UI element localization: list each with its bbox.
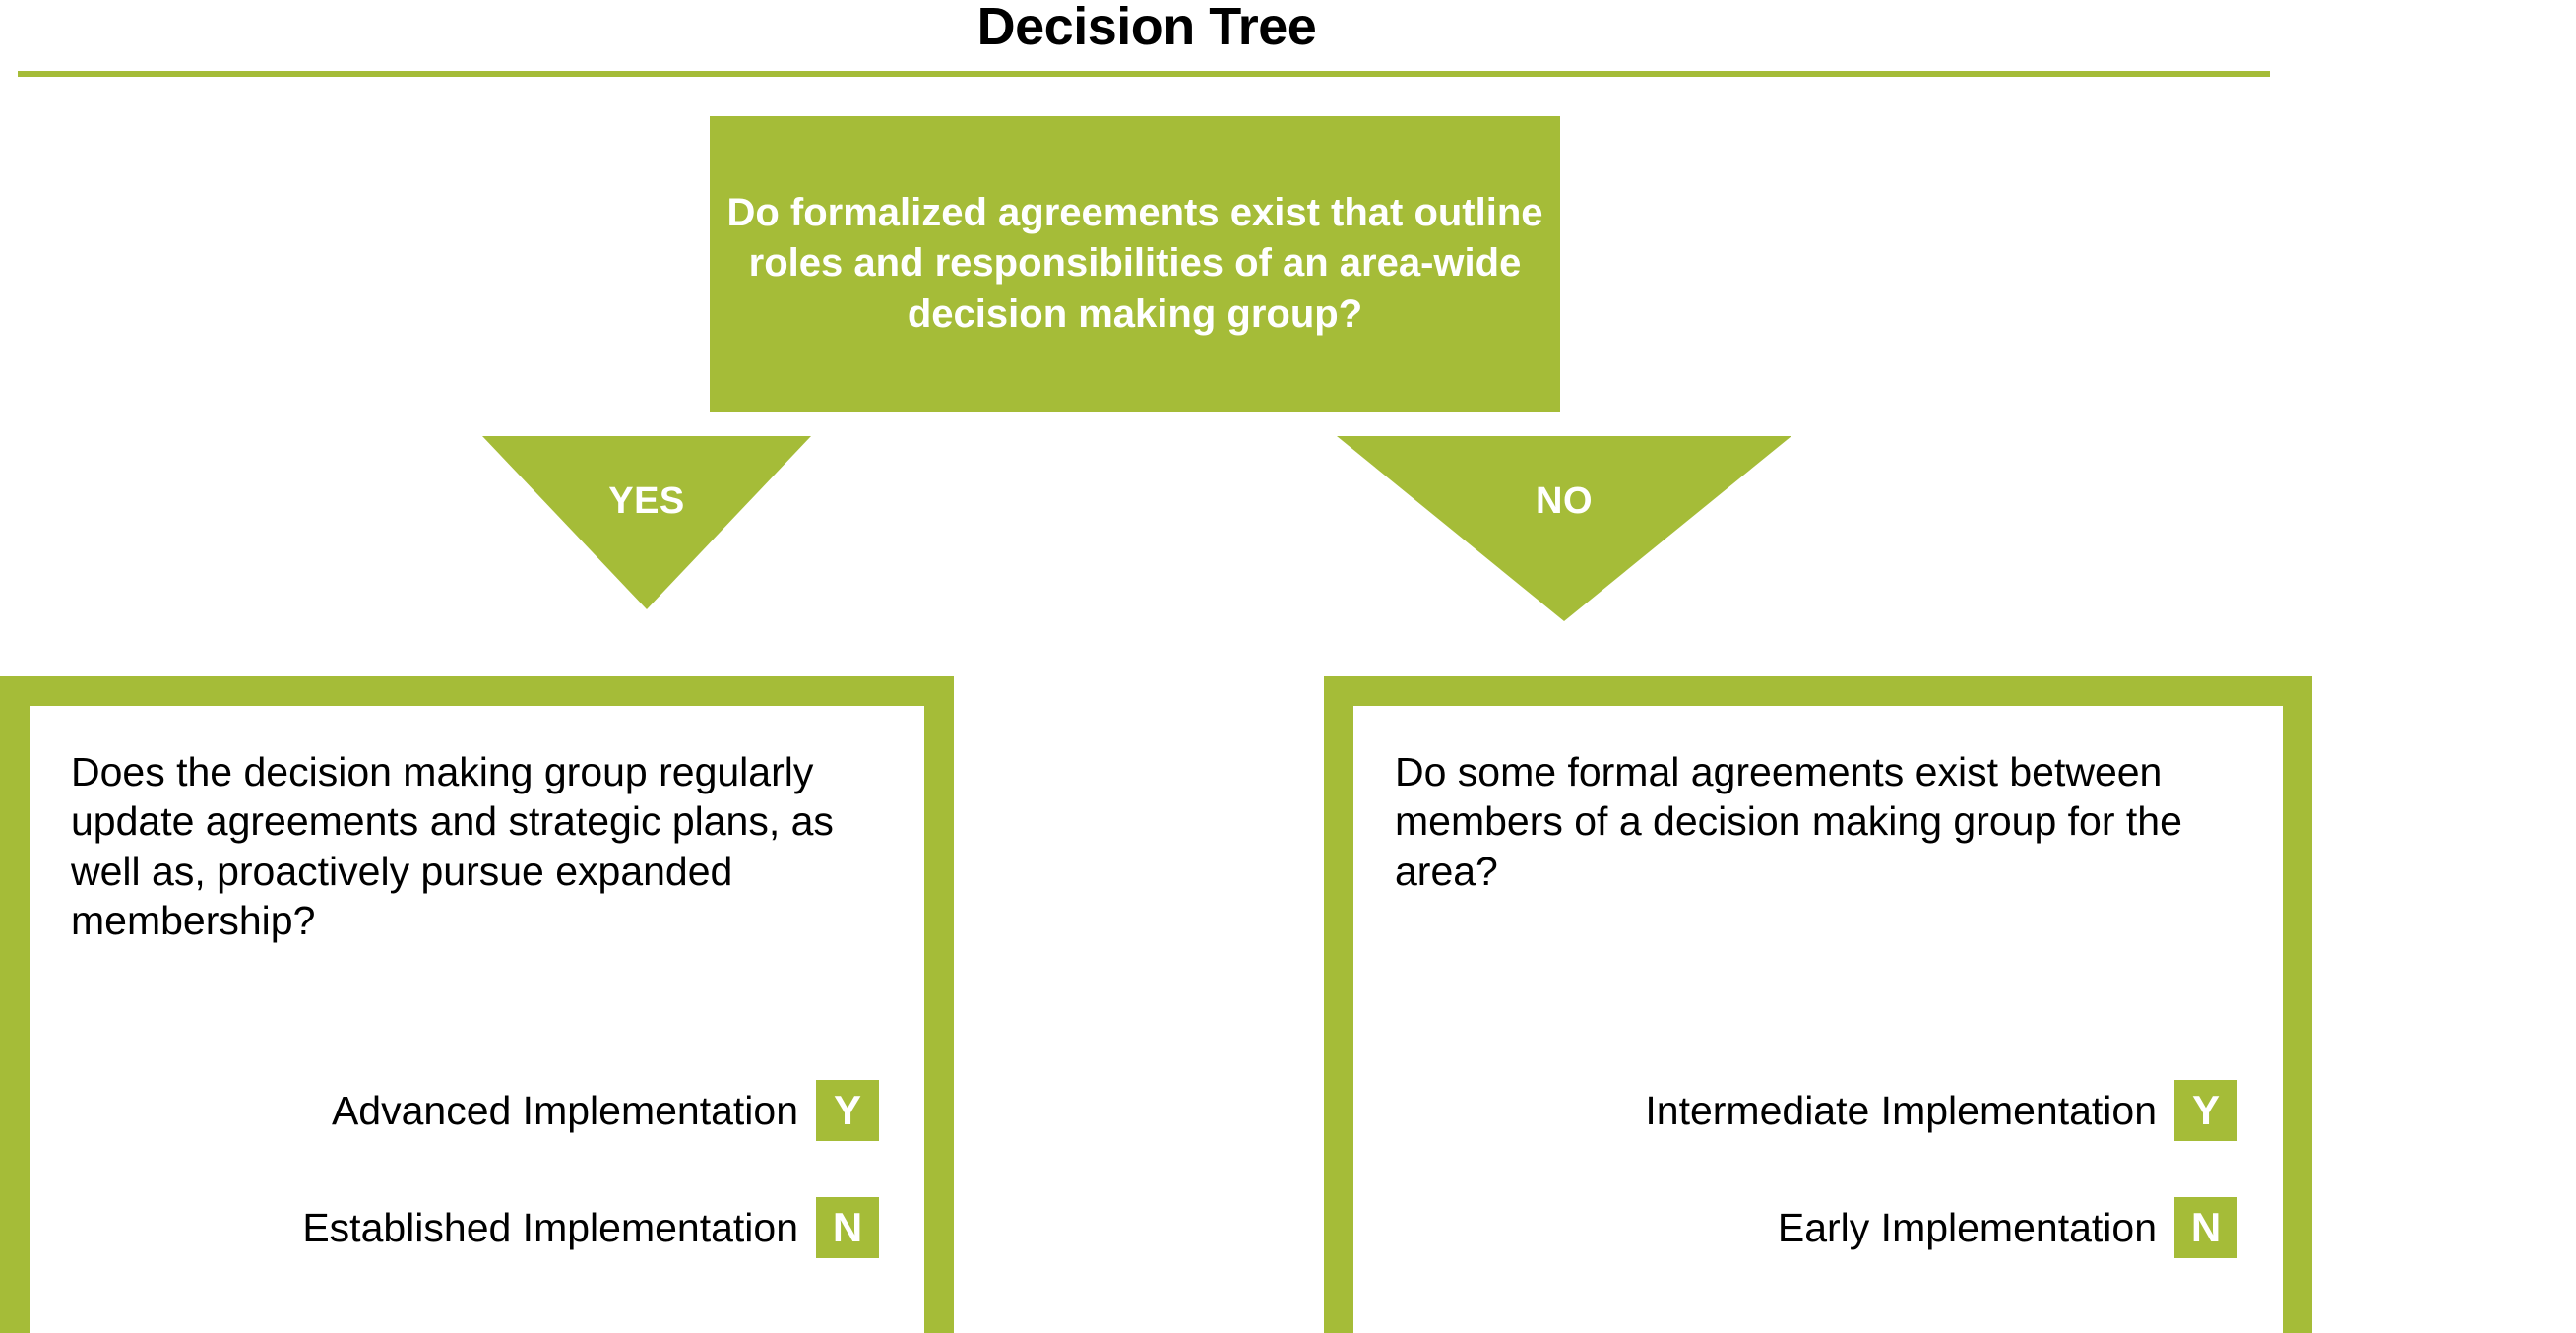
branch-arrow-no-label: NO bbox=[1536, 480, 1593, 522]
result-question-no: Do some formal agreements exist between … bbox=[1395, 749, 2182, 894]
result-box-yes: Does the decision making group regularly… bbox=[0, 676, 954, 1333]
page-title: Decision Tree bbox=[976, 0, 1317, 56]
outcome-row: Established Implementation N bbox=[0, 1197, 879, 1258]
outcome-label: Advanced Implementation bbox=[331, 1087, 798, 1133]
result-box-no-inner: Do some formal agreements exist between … bbox=[1353, 706, 2283, 1333]
result-box-yes-inner: Does the decision making group regularly… bbox=[30, 706, 924, 1333]
outcome-list-yes: Advanced Implementation Y Established Im… bbox=[0, 1080, 879, 1314]
triangle-down-icon bbox=[482, 436, 811, 609]
result-question-yes: Does the decision making group regularly… bbox=[71, 749, 834, 944]
triangle-down-icon bbox=[1337, 436, 1791, 621]
outcome-badge-no: N bbox=[816, 1197, 879, 1258]
outcome-row: Advanced Implementation Y bbox=[0, 1080, 879, 1141]
branch-arrow-yes-label: YES bbox=[608, 480, 685, 522]
title-divider bbox=[18, 71, 2270, 77]
outcome-label: Established Implementation bbox=[302, 1204, 798, 1250]
outcome-badge-yes: Y bbox=[2174, 1080, 2237, 1141]
outcome-badge-no: N bbox=[2174, 1197, 2237, 1258]
outcome-row: Early Implementation N bbox=[1308, 1197, 2237, 1258]
result-box-no: Do some formal agreements exist between … bbox=[1324, 676, 2312, 1333]
outcome-row: Intermediate Implementation Y bbox=[1308, 1080, 2237, 1141]
outcome-label: Early Implementation bbox=[1777, 1204, 2157, 1250]
root-question-box: Do formalized agreements exist that outl… bbox=[710, 116, 1560, 412]
root-question-text: Do formalized agreements exist that outl… bbox=[726, 191, 1543, 336]
outcome-badge-yes: Y bbox=[816, 1080, 879, 1141]
outcome-label: Intermediate Implementation bbox=[1645, 1087, 2157, 1133]
outcome-list-no: Intermediate Implementation Y Early Impl… bbox=[1308, 1080, 2237, 1314]
